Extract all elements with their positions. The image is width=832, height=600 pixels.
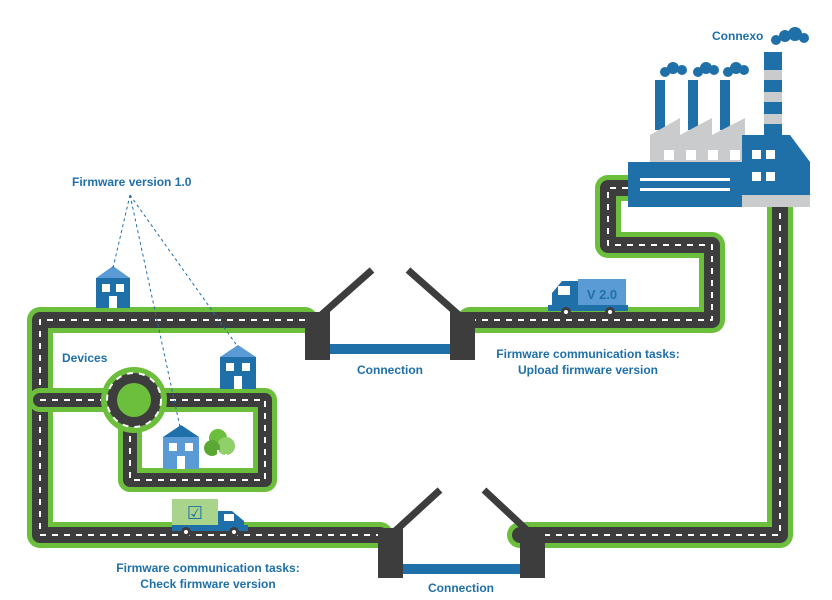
firmware-links <box>112 194 239 428</box>
roundabout-island <box>117 383 151 417</box>
house-icon <box>96 266 130 308</box>
check-task-line1: Firmware communication tasks: <box>116 561 299 575</box>
smoke-icon <box>660 27 809 77</box>
devices-label: Devices <box>62 351 108 365</box>
upload-task-line1: Firmware communication tasks: <box>496 347 679 361</box>
truck-version-label: V 2.0 <box>587 287 617 302</box>
bridge-icon-bottom <box>378 487 545 578</box>
house-icon <box>163 425 199 469</box>
road-markings <box>39 187 781 536</box>
upload-task-line2: Upload firmware version <box>518 363 658 377</box>
factory-icon <box>628 27 810 207</box>
bridge-icon-top <box>305 267 475 360</box>
connection-top-label: Connection <box>357 363 423 377</box>
tree-icon <box>204 429 235 465</box>
road-network <box>27 175 793 548</box>
check-task-line2: Check firmware version <box>140 577 275 591</box>
firmware-version-label: Firmware version 1.0 <box>72 175 192 189</box>
connection-bottom-label: Connection <box>428 581 494 595</box>
checkbox-icon: ☑ <box>187 503 203 524</box>
factory-label: Connexo <box>712 29 763 43</box>
truck-icon: ☑ <box>172 499 248 537</box>
house-icon <box>220 345 256 389</box>
truck-icon: V 2.0 <box>548 279 628 317</box>
roundabout-markings <box>106 372 162 428</box>
